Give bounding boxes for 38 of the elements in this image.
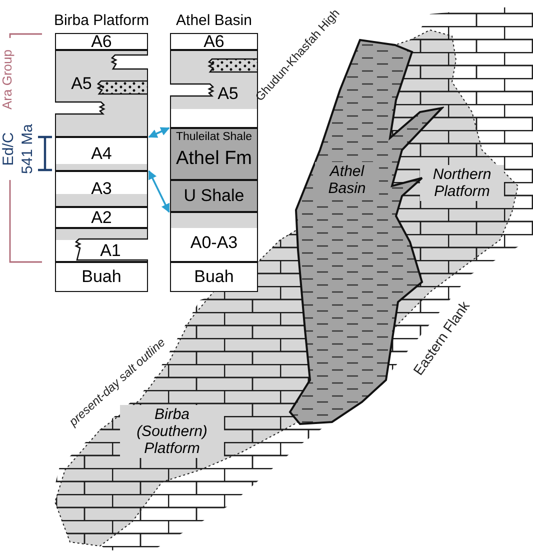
unit-label: Athel Fm bbox=[176, 148, 252, 170]
unit-label: A6 bbox=[91, 32, 112, 52]
unit-label: Buah bbox=[194, 267, 234, 287]
rock-unit bbox=[55, 33, 148, 50]
column-heading: Athel Basin bbox=[175, 12, 253, 29]
rock-unit bbox=[170, 212, 258, 262]
rock-unit bbox=[170, 50, 258, 128]
column-heading: Birba Platform bbox=[52, 12, 150, 29]
unit-label: U Shale bbox=[184, 186, 244, 206]
region-label: Northern Platform bbox=[420, 165, 504, 201]
unit-label: A3 bbox=[91, 179, 112, 199]
rock-unit bbox=[55, 207, 148, 228]
unit-sublabel: Thuleilat Shale bbox=[176, 131, 252, 143]
rock-unit bbox=[170, 262, 258, 292]
rock-unit bbox=[55, 171, 148, 207]
rock-unit bbox=[55, 228, 148, 262]
unit-label: A5 bbox=[71, 74, 92, 94]
unit-label: A5 bbox=[218, 84, 238, 104]
correlation-arrow bbox=[148, 170, 170, 213]
map-label: Ara Group bbox=[0, 50, 14, 110]
unit-label: Buah bbox=[82, 267, 122, 287]
correlation-arrow bbox=[148, 127, 170, 138]
region-label: Birba (Southern) Platform bbox=[120, 405, 224, 458]
unit-label: A2 bbox=[91, 208, 112, 228]
stratigraphic-column bbox=[170, 12, 258, 292]
rock-unit bbox=[170, 33, 258, 50]
unit-label: A4 bbox=[91, 144, 112, 164]
stratigraphic-column bbox=[55, 12, 148, 292]
rock-unit bbox=[170, 128, 258, 180]
region-label: Athel Basin bbox=[315, 162, 379, 198]
unit-label: A0-A3 bbox=[190, 233, 238, 253]
rock-unit bbox=[55, 50, 148, 137]
unit-label: A6 bbox=[204, 32, 224, 52]
unit-label: A1 bbox=[100, 241, 121, 261]
rock-unit bbox=[170, 180, 258, 212]
rock-unit bbox=[55, 137, 148, 171]
rock-unit bbox=[55, 262, 148, 292]
map-label: Ed/C 541 Ma bbox=[0, 123, 37, 175]
